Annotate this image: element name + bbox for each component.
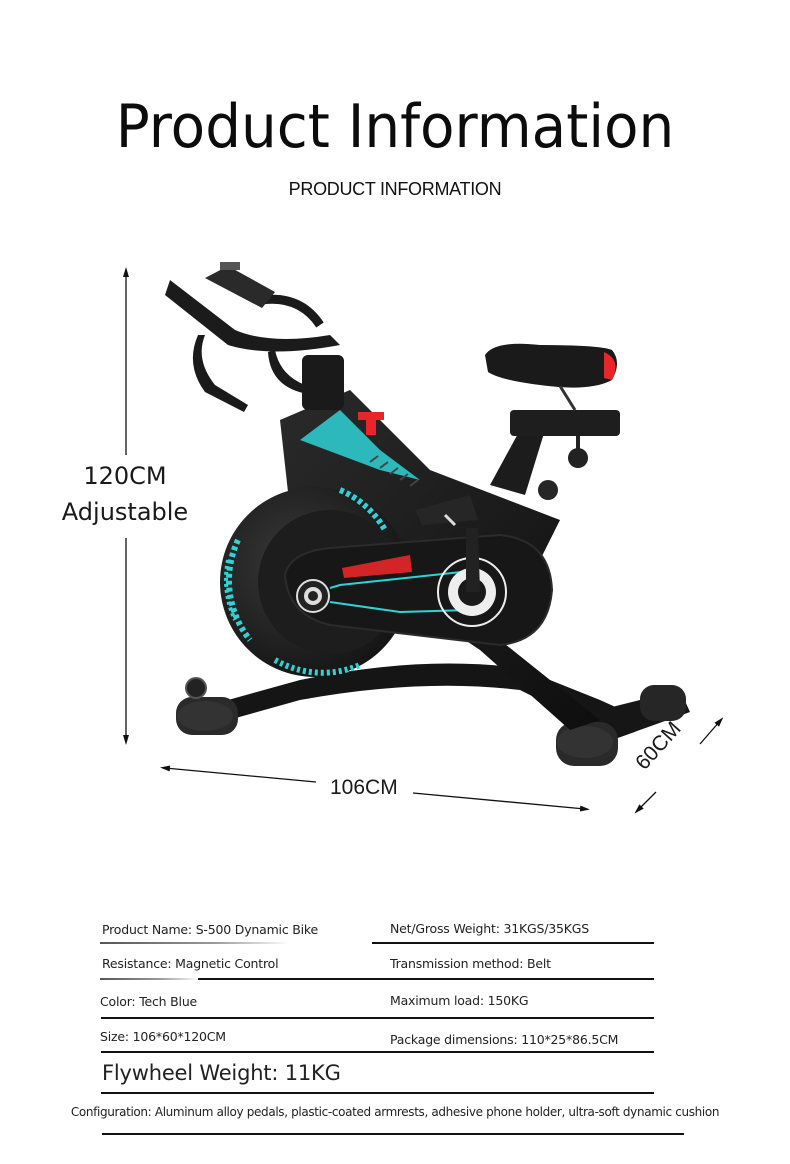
- divider: [372, 942, 654, 944]
- divider: [101, 1051, 654, 1053]
- spec-configuration: Configuration: Aluminum alloy pedals, pl…: [70, 1105, 720, 1119]
- spec-resistance: Resistance: Magnetic Control: [102, 956, 279, 971]
- width-dimension-label: 106CM: [330, 776, 398, 799]
- spec-flywheel-weight: Flywheel Weight: 11KG: [102, 1061, 341, 1085]
- divider: [101, 1017, 654, 1019]
- spec-color: Color: Tech Blue: [100, 994, 198, 1009]
- spec-size: Size: 106*60*120CM: [100, 1029, 226, 1044]
- page-subtitle: PRODUCT INFORMATION: [288, 179, 502, 199]
- height-note: Adjustable: [61, 498, 189, 526]
- spec-product-name: Product Name: S-500 Dynamic Bike: [102, 922, 319, 937]
- page-title: Product Information: [115, 92, 675, 162]
- divider: [101, 1092, 654, 1094]
- product-image-area: 120CM Adjustable 106CM 60CM: [0, 240, 790, 840]
- spec-weight: Net/Gross Weight: 31KGS/35KGS: [390, 921, 589, 936]
- spec-max-load: Maximum load: 150KG: [390, 993, 529, 1008]
- width-arrow-icon: [160, 765, 590, 812]
- bike-handlebars: [165, 262, 340, 412]
- height-dimension-label: 120CM Adjustable: [45, 458, 205, 530]
- spin-bike-illustration: [123, 262, 724, 814]
- spec-package: Package dimensions: 110*25*86.5CM: [390, 1032, 619, 1047]
- config-divider: [102, 1133, 684, 1135]
- bike-chain-cover: [283, 495, 554, 647]
- divider: [198, 978, 654, 980]
- bike-base: [176, 663, 690, 766]
- divider: [100, 978, 200, 980]
- depth-arrow-icon: [634, 717, 724, 814]
- divider: [100, 942, 290, 944]
- height-value: 120CM: [83, 462, 167, 490]
- spec-transmission: Transmission method: Belt: [390, 956, 551, 971]
